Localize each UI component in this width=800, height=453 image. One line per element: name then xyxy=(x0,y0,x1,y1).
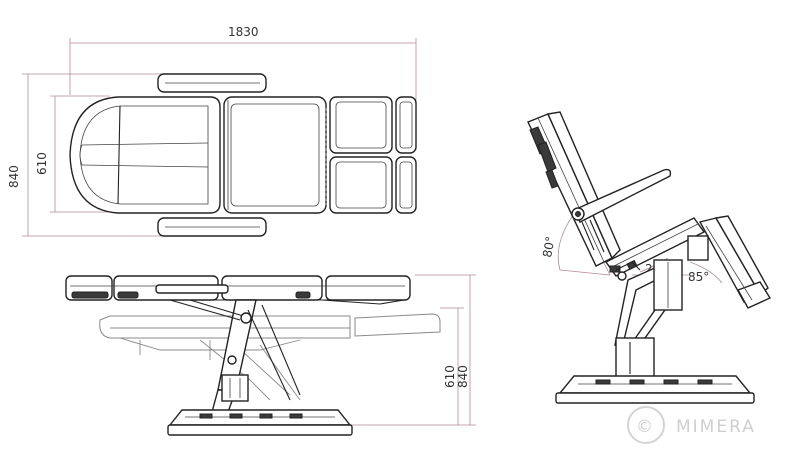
chair-backrest xyxy=(527,111,621,267)
foot-section-upper xyxy=(395,96,417,154)
backrest-top xyxy=(69,96,221,214)
seat-top xyxy=(223,96,327,214)
legrest-angle-arc xyxy=(689,261,723,284)
side-base xyxy=(167,409,353,436)
copyright-icon xyxy=(627,406,665,444)
watermark-brand: MIMERA xyxy=(676,417,756,437)
top-view: 1830 840 610 540 xyxy=(7,25,417,237)
chair-legrest xyxy=(687,215,772,309)
total-length-dimension: 1830 xyxy=(228,25,259,39)
raised-position xyxy=(65,275,411,305)
watermark: © MIMERA xyxy=(627,406,756,444)
dimension-lines-side xyxy=(340,274,476,426)
chair-armrest xyxy=(571,168,672,253)
side-height-high-dimension: 840 xyxy=(456,365,470,388)
leg-section-lower-left xyxy=(329,156,393,214)
chair-base xyxy=(555,375,755,404)
lowered-position-ghost xyxy=(99,313,441,401)
foot-section-lower xyxy=(395,156,417,214)
side-view: 610 840 xyxy=(65,274,476,436)
chair-seat xyxy=(604,217,706,277)
lift-mechanism xyxy=(169,299,301,413)
chair-view: 80° 20° 85° xyxy=(527,111,772,404)
chair-column xyxy=(614,259,683,379)
total-width-dimension: 840 xyxy=(7,165,21,188)
backrest-width-dimension: 610 xyxy=(35,152,49,175)
watermark-symbol: © xyxy=(636,417,655,437)
side-height-low-dimension: 610 xyxy=(443,365,457,388)
legrest-angle: 85° xyxy=(688,270,709,284)
side-legrest xyxy=(325,275,411,301)
backrest-recline-angle: 80° xyxy=(540,235,557,258)
leg-section-upper-left xyxy=(329,96,393,154)
